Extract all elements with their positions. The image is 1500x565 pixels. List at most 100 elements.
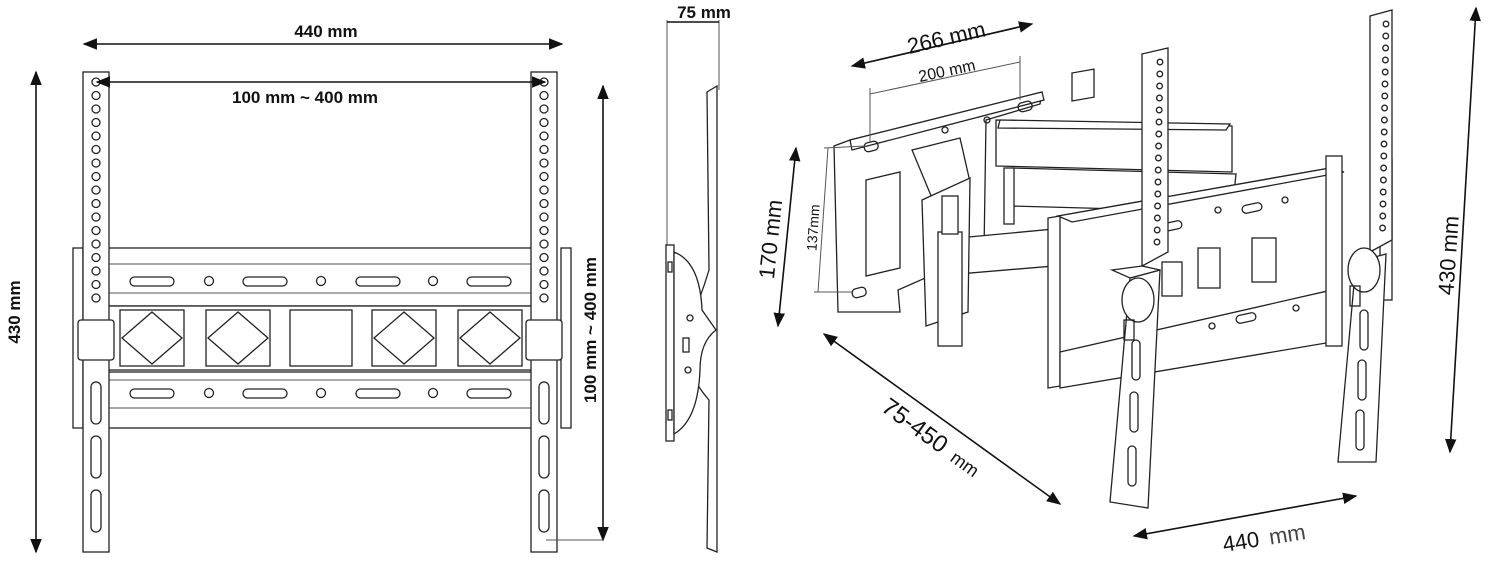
perspective-height-dimension: 430 mm [1433,6,1481,454]
mounting-hole [1156,70,1164,78]
front-height-label: 430 mm [5,280,24,343]
front-vesa-vertical-label: 100 mm ~ 400 mm [581,257,600,403]
front-vesa-horizontal-label: 100 mm ~ 400 mm [232,88,378,107]
mounting-hole [1379,188,1387,196]
hole-height-dimension: 137mm [803,145,867,293]
front-width-dimension: 440 mm [82,22,564,50]
mounting-hole [1156,82,1164,90]
mounting-hole [1156,58,1164,66]
mounting-hole [1381,92,1389,100]
mounting-hole [539,131,549,141]
mounting-hole [1380,152,1388,160]
mounting-hole [1380,164,1388,172]
mounting-hole [1153,226,1161,234]
front-upper-slots [129,275,512,287]
mounting-hole [539,239,549,249]
perspective-height-label: 430 mm [1433,215,1463,296]
mounting-hole [1381,56,1389,64]
mounting-hole [91,90,101,101]
hole-width-label: 200 mm [917,57,977,86]
mounting-hole [1154,202,1162,210]
front-crossbar-middle [107,305,537,371]
mounting-hole [91,266,101,276]
front-vesa-horizontal-dimension: 100 mm ~ 400 mm [95,76,547,107]
mounting-hole [1379,176,1387,184]
mounting-hole [91,225,101,236]
mounting-hole [1379,224,1387,232]
mounting-hole [91,171,101,182]
mounting-hole [539,225,549,236]
perspective-view: 266 mm 200 mm 170 mm 137mm 75-450 mm [754,6,1481,557]
mounting-hole [539,279,549,290]
mounting-hole [91,198,101,209]
mounting-hole [539,252,549,263]
mounting-hole [1382,32,1390,40]
front-right-upright [525,71,563,553]
arm-width-label: 266 mm [905,17,988,59]
mounting-hole [91,252,101,263]
side-depth-label: 75 mm [677,3,731,22]
mounting-hole [1155,94,1163,102]
plate-height-dimension: 170 mm [754,146,801,328]
extension-dimension: 75-450 mm [822,333,1062,505]
mounting-hole [91,279,101,290]
mounting-hole [1380,116,1388,124]
perspective-right-upright [1337,9,1393,463]
mounting-hole [91,239,101,249]
mounting-hole [91,185,101,195]
mounting-hole [539,117,549,128]
mounting-hole [539,185,549,195]
mounting-hole [539,266,549,276]
mounting-hole [1381,68,1389,76]
arm-width-dimension: 266 mm [850,17,1034,69]
mounting-hole [1154,178,1162,186]
mounting-hole [91,293,101,303]
front-height-dimension: 430 mm [5,70,42,554]
mounting-hole [91,158,101,168]
mounting-hole [91,131,101,141]
mounting-hole [1154,190,1162,198]
mounting-hole [1154,154,1162,162]
mounting-hole [1381,80,1389,88]
front-middle-windows [119,309,523,367]
mounting-hole [1382,44,1390,52]
mounting-hole [91,212,101,222]
perspective-width-value: 440 [1221,527,1261,557]
mounting-hole [1380,128,1388,136]
front-left-upright [77,71,115,553]
extension-value: 75-450 [876,393,952,459]
mounting-hole [539,171,549,182]
mounting-hole [1379,200,1387,208]
mounting-hole [1155,106,1163,114]
mounting-hole [1155,130,1163,138]
mounting-hole [539,104,549,114]
hole-height-label: 137mm [803,204,822,252]
mounting-hole [91,117,101,128]
front-width-label: 440 mm [294,22,357,41]
perspective-width-unit: mm [1267,519,1307,549]
mounting-hole [1380,140,1388,148]
perspective-left-upright [1109,47,1169,509]
mounting-hole [1155,142,1163,150]
mounting-hole [91,104,101,114]
front-crossbar-lower [107,371,537,429]
perspective-width-label: 440 mm [1221,519,1307,557]
tv-plate [1047,68,1393,389]
side-depth-dimension: 75 mm [667,3,731,23]
mounting-hole [1382,20,1390,28]
mounting-hole [1153,238,1161,246]
side-view: 75 mm [665,3,731,553]
mounting-hole [1154,166,1162,174]
mounting-hole [1381,104,1389,112]
plate-height-label: 170 mm [754,198,787,280]
mounting-hole [1153,214,1161,222]
mounting-hole [1155,118,1163,126]
mounting-hole [1379,212,1387,220]
mounting-hole [539,90,549,101]
front-vesa-vertical-dimension: 100 mm ~ 400 mm [546,84,609,542]
mounting-hole [91,144,101,155]
front-lower-slots [129,387,512,399]
front-crossbar-upper [107,247,537,307]
front-view: 440 mm 100 mm ~ 400 mm 430 mm 100 mm ~ 4… [5,22,609,554]
